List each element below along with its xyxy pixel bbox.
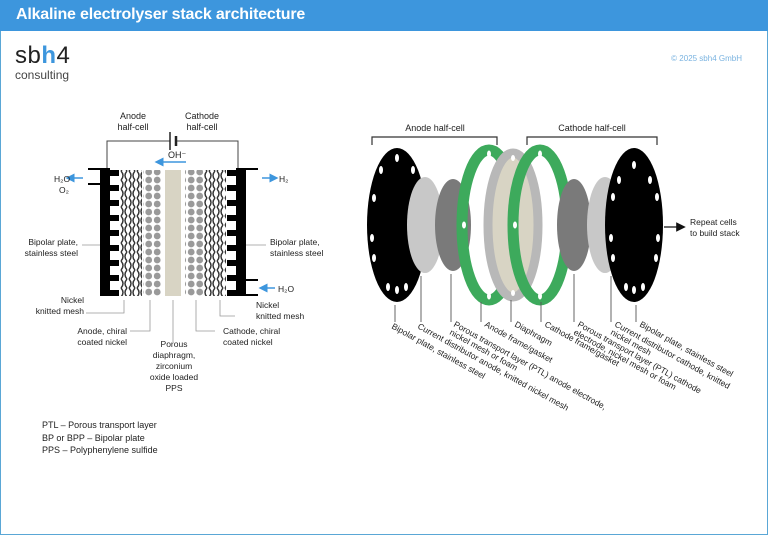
cathode-bracket [526,136,658,145]
stack-bipolar-plate-right [605,148,663,302]
repeat-label-1: Repeat cells [690,217,737,227]
left-outlet-o2: O₂ [59,185,69,195]
stack-bipolar-plate-left [367,148,427,302]
left-bipolar-label-2: stainless steel [25,248,78,258]
cathode-coat-label-2: coated nickel [223,337,273,347]
page-title: Alkaline electrolyser stack architecture [16,6,306,23]
logo-wordmark: sbh4 [15,44,70,68]
left-bipolar-label-1: Bipolar plate, [28,237,78,247]
stack-current-distributor-anode [407,177,443,273]
left-bipolar-plate [88,168,119,296]
anode-halfcell-label-1: Anode [120,111,146,121]
abbreviation-pps: PPS – Polyphenylene sulfide [42,445,158,455]
right-bipolar-label-2: stainless steel [270,248,323,258]
diaphragm-label-2: diaphragm, [153,350,196,360]
right-bipolar-label-1: Bipolar plate, [270,237,320,247]
left-outlet-h2o: H₂O [54,174,70,184]
diaphragm-label-4: oxide loaded [150,372,198,382]
anode-coat-label-1: Anode, chiral [77,326,127,336]
circuit-wire [106,132,239,168]
cathode-electrode [185,170,203,296]
logo-suffix: 4 [56,42,71,69]
anode-bracket-label: Anode half-cell [405,123,465,133]
cathode-coat-label-1: Cathode, chiral [223,326,280,336]
logo-highlight: h [41,42,57,69]
right-mesh-label-1: Nickel [256,300,279,310]
cathode-halfcell-label-1: Cathode [185,111,219,121]
right-plate-holes [609,161,660,294]
right-mesh-label-2: knitted mesh [256,311,304,321]
right-nickel-mesh [204,170,226,296]
left-nickel-mesh [120,170,142,296]
repeat-label-2: to build stack [690,228,740,238]
right-bipolar-plate [227,168,258,296]
logo-subtitle: consulting [15,68,70,82]
cathode-bracket-label: Cathode half-cell [558,123,626,133]
anode-bracket [371,136,498,145]
company-logo: sbh4 consulting [15,44,70,83]
left-plate-holes [370,154,415,294]
abbreviation-bpp: BP or BPP – Bipolar plate [42,432,145,443]
right-inlet-h2o: H₂O [278,284,294,294]
stack-ptl-cathode [557,179,591,271]
hydroxide-ion-label: OH⁻ [168,150,187,160]
component-leader-lines [394,274,637,322]
diaphragm [165,170,181,296]
diaphragm-label-3: zirconium [156,361,192,371]
frame-holes [462,150,542,300]
diaphragm-label-1: Porous [161,339,188,349]
anode-electrode [143,170,161,296]
left-mesh-label-2: knitted mesh [36,306,84,316]
abbreviation-ptl: PTL – Porous transport layer [42,420,157,430]
stack-diagram: Anode half-cell Cathode half-cell [367,123,740,413]
anode-halfcell-label-2: half-cell [117,122,148,132]
logo-prefix: sb [15,42,42,69]
copyright-notice: © 2025 sbh4 GmbH [671,54,742,63]
diaphragm-label-5: PPS [165,383,182,393]
right-outlet-h2: H₂ [279,174,288,184]
left-mesh-label-1: Nickel [61,295,84,305]
anode-coat-label-2: coated nickel [77,337,127,347]
abbreviations-list: PTL – Porous transport layer BP or BPP –… [42,419,158,457]
leader-lines [86,300,235,342]
title-bar: Alkaline electrolyser stack architecture [0,0,768,31]
cathode-halfcell-label-2: half-cell [186,122,217,132]
